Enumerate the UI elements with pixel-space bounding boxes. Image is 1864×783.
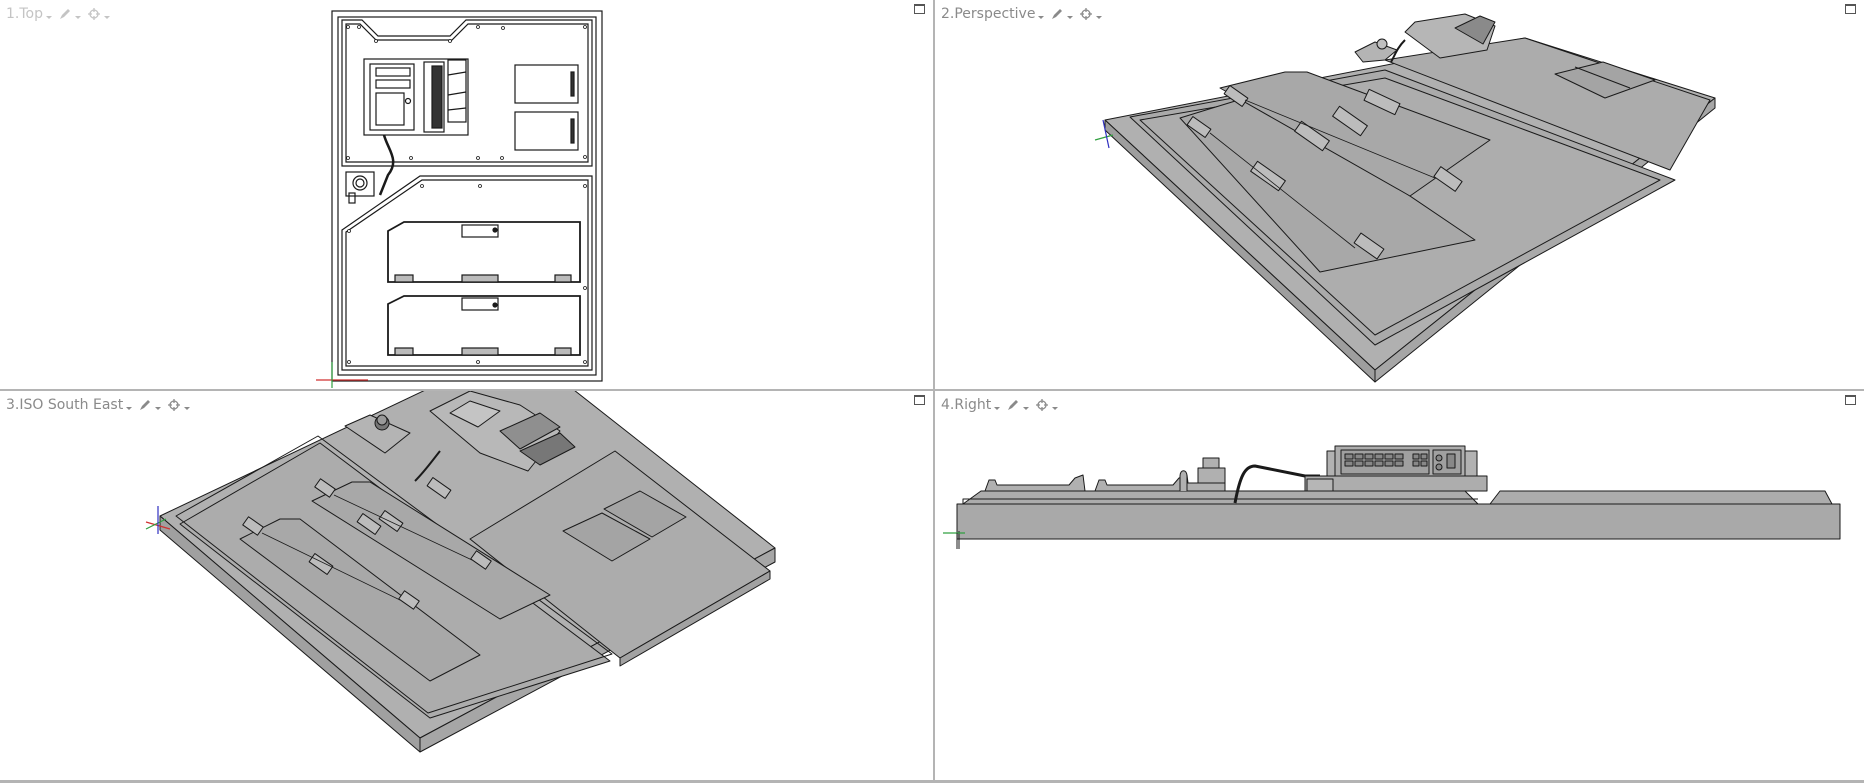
viewport-header: 1.Top	[6, 5, 116, 23]
view-menu-dropdown-icon[interactable]	[126, 406, 133, 410]
viewpoint-dropdown-icon[interactable]	[184, 406, 191, 410]
right-view-drawing	[943, 445, 1841, 549]
view-menu-dropdown-icon[interactable]	[45, 15, 52, 19]
viewport-iso-south-east[interactable]: 3.ISO South East	[0, 391, 933, 780]
viewport-title[interactable]: 3.ISO South East	[6, 397, 124, 413]
viewport-header: 2.Perspective	[941, 5, 1108, 23]
display-mode-dropdown-icon[interactable]	[74, 15, 81, 19]
viewport-bottom-border	[0, 780, 1864, 783]
viewpoint-dropdown-icon[interactable]	[1052, 406, 1059, 410]
viewport-splitter-horizontal[interactable]	[0, 389, 1864, 391]
viewpoint-icon[interactable]	[87, 7, 101, 21]
viewpoint-dropdown-icon[interactable]	[1096, 15, 1103, 19]
viewport-title[interactable]: 1.Top	[6, 6, 43, 22]
maximize-viewport-button[interactable]	[1845, 4, 1856, 14]
maximize-viewport-button[interactable]	[914, 395, 925, 405]
display-mode-icon[interactable]	[58, 7, 72, 21]
display-mode-icon[interactable]	[138, 398, 152, 412]
viewport-header: 4.Right	[941, 396, 1064, 414]
viewport-splitter-vertical[interactable]	[933, 0, 935, 783]
viewport-right[interactable]: 4.Right	[935, 391, 1864, 780]
perspective-view-drawing	[1094, 13, 1716, 383]
view-menu-dropdown-icon[interactable]	[1038, 15, 1045, 19]
viewport-title[interactable]: 2.Perspective	[941, 6, 1036, 22]
viewport-top[interactable]: 1.Top	[0, 0, 933, 389]
view-menu-dropdown-icon[interactable]	[994, 406, 1001, 410]
viewpoint-dropdown-icon[interactable]	[103, 15, 110, 19]
maximize-viewport-button[interactable]	[914, 4, 925, 14]
iso-view-drawing	[145, 391, 776, 753]
display-mode-icon[interactable]	[1006, 398, 1020, 412]
viewpoint-icon[interactable]	[167, 398, 181, 412]
viewpoint-icon[interactable]	[1035, 398, 1049, 412]
display-mode-dropdown-icon[interactable]	[1023, 406, 1030, 410]
top-view-drawing	[316, 10, 603, 388]
viewport-perspective[interactable]: 2.Perspective	[935, 0, 1864, 389]
display-mode-icon[interactable]	[1050, 7, 1064, 21]
viewport-title[interactable]: 4.Right	[941, 397, 992, 413]
display-mode-dropdown-icon[interactable]	[155, 406, 162, 410]
viewport-header: 3.ISO South East	[6, 396, 196, 414]
display-mode-dropdown-icon[interactable]	[1067, 15, 1074, 19]
viewpoint-icon[interactable]	[1079, 7, 1093, 21]
maximize-viewport-button[interactable]	[1845, 395, 1856, 405]
